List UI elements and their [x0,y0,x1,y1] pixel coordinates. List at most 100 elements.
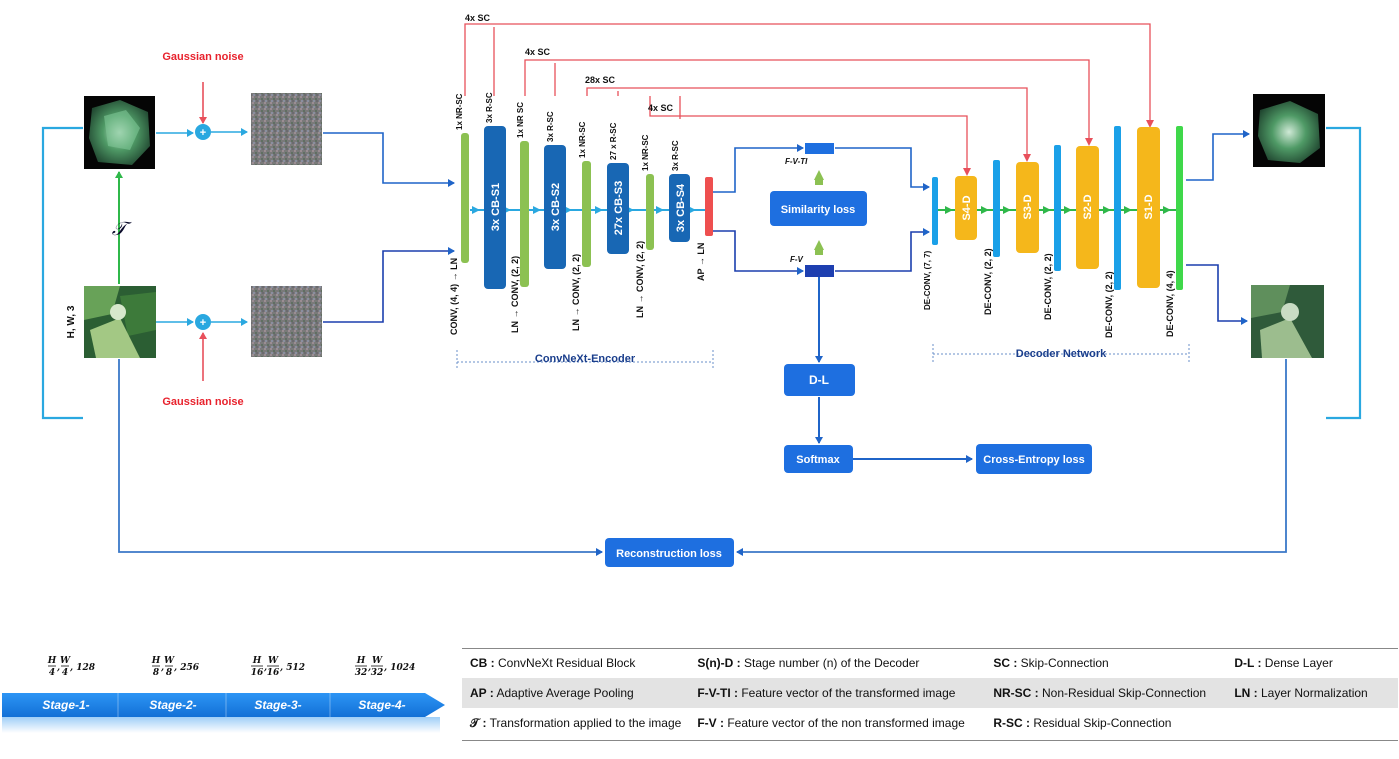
downsample-layernorm-3 [646,174,654,250]
pool-label: AP → LN [696,243,706,281]
skip-label-ln-3: 1x NR-SC [578,121,587,158]
legend-cell: F-V : Feature vector of the non transfor… [697,716,965,730]
stage-label-2: Stage-2- [149,698,196,712]
skip-label-ln-4: 1x NR-SC [641,134,650,171]
noisy-transformed-image [251,93,322,165]
stem-layernorm [461,133,469,263]
deconv-bar-1 [993,160,1000,257]
svg-text:W: W [372,656,383,666]
cross-entropy-loss-box[interactable] [976,444,1092,474]
deconv-label-3: DE-CONV, (2, 2) [1043,253,1053,320]
legend-cell: AP : Adaptive Average Pooling [462,678,690,708]
svg-text:H: H [252,656,262,666]
legend-cell: 𝒯 : Transformation applied to the image [470,715,682,730]
top-skip-label-2: 4x SC [525,47,551,57]
svg-text:4: 4 [49,668,55,678]
svg-text:, 256: , 256 [173,663,200,673]
reconstruction-loss-box[interactable] [605,538,734,567]
original-input-image [84,286,156,358]
similarity-arrow-up [814,170,824,185]
svg-text:H: H [151,656,161,666]
legend-cell: S(n)-D : Stage number (n) of the Decoder [697,656,920,670]
block-label-s3: 27x CB-S3 [613,181,625,235]
svg-text:W: W [60,656,71,666]
legend-row: AP : Adaptive Average Pooling F-V-TI : F… [462,678,1398,708]
skip-label-ln-1: 1x NR-SC [455,93,464,130]
downsample-label-3: LN → CONV, (2, 2) [635,241,645,318]
encoder-title: ConvNeXt-Encoder [535,353,636,365]
block-label-s4: 3x CB-S4 [675,183,687,232]
legend-cell: R-SC : Residual Skip-Connection [993,716,1172,730]
noisy-original-image [251,286,322,357]
softmax-label: Softmax [796,454,840,466]
feature-vector-transformed [805,143,834,154]
encoder-block-s1[interactable] [484,126,506,289]
deconv-label-2: DE-CONV, (2, 2) [983,248,993,315]
top-skip-label-4: 4x SC [648,103,674,113]
svg-text:8: 8 [153,668,160,678]
deconv-bar-2 [1054,145,1061,271]
adaptive-pool-layernorm [705,177,713,236]
deconv-label-4: DE-CONV, (2, 2) [1104,271,1114,338]
decoder-stage-s3[interactable] [1016,162,1039,253]
legend-cell: D-L : Dense Layer [1234,656,1333,670]
svg-text:,: , [367,663,371,673]
dense-layer-box[interactable] [784,364,855,396]
stage-dims-3: H 16 , W 16 , 512 [251,656,305,678]
final-deconv-bar [1176,126,1183,290]
gaussian-noise-label-bottom: Gaussian noise [162,396,243,408]
svg-text:16: 16 [251,668,264,678]
svg-text:, 512: , 512 [279,663,305,673]
svg-text:W: W [164,656,175,666]
legend-row: CB : ConvNeXt Residual Block S(n)-D : St… [462,648,1398,678]
svg-text:32: 32 [355,668,368,678]
svg-text:, 1024: , 1024 [383,663,415,673]
decoder-title: Decoder Network [1016,348,1107,360]
decoder-stage-label-s3: S3-D [1022,194,1034,219]
cross-entropy-loss-label: Cross-Entropy loss [983,454,1084,466]
downsample-layernorm-2 [582,161,591,267]
deconv-label-5: DE-CONV, (4, 4) [1165,270,1175,337]
block-label-s1: 3x CB-S1 [490,183,502,231]
svg-text:,: , [263,663,267,673]
transformed-input-image [84,96,155,169]
block-label-s2: 3x CB-S2 [550,183,562,231]
transform-symbol: 𝒯 [112,218,132,240]
deconv-label-1: DE-CONV, (7, 7) [923,250,932,310]
legend-cell: SC : Skip-Connection [993,656,1109,670]
skip-label-block-3: 27 x R-SC [609,122,618,160]
decoder-stage-label-s4: S4-D [961,195,973,220]
skip-label-block-2: 3x R-SC [546,111,555,142]
reconstructed-transformed-image [1253,94,1325,167]
skip-label-block-1: 3x R-SC [485,92,494,123]
legend-cell: NR-SC : Non-Residual Skip-Connection [985,678,1227,708]
softmax-box[interactable] [784,445,853,473]
decoder-stage-s2[interactable] [1076,146,1099,269]
svg-text:32: 32 [371,668,384,678]
feature-vector-transformed-label: F-V-TI [785,157,808,166]
svg-text:,: , [56,663,60,673]
svg-text:8: 8 [166,668,173,678]
downsample-label-2: LN → CONV, (2, 2) [571,254,581,331]
top-skip-label-1: 4x SC [465,13,491,23]
legend-table: CB : ConvNeXt Residual Block S(n)-D : St… [462,648,1398,738]
reconstructed-original-image [1251,285,1324,358]
encoder-block-s2[interactable] [544,145,566,269]
stage-bar [2,693,445,717]
plus-sign-bottom: + [200,317,206,329]
decoder-stage-s1[interactable] [1137,127,1160,288]
gaussian-noise-label-top: Gaussian noise [162,51,243,63]
similarity-loss-box[interactable] [770,191,867,226]
legend-row: 𝒯 : Transformation applied to the image … [462,708,1398,738]
stage-label-4: Stage-4- [358,698,405,712]
svg-text:H: H [47,656,57,666]
decoder-stage-s4[interactable] [955,176,977,240]
encoder-block-s3[interactable] [607,163,629,254]
stage-label-1: Stage-1- [42,698,89,712]
top-skip-label-3: 28x SC [585,75,616,85]
encoder-block-s4[interactable] [669,174,690,242]
noise-add-bottom [195,314,211,330]
stem-conv-label: CONV, (4, 4) → LN [449,258,459,335]
downsample-layernorm-1 [520,141,529,287]
